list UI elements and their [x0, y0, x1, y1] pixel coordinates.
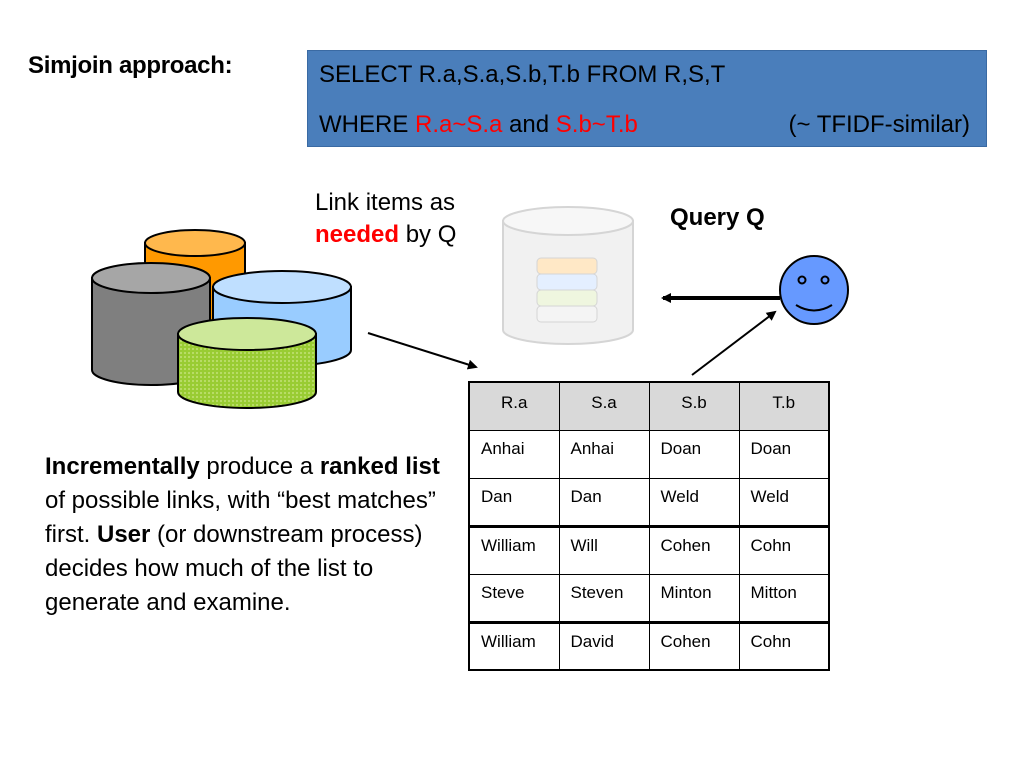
- table-row: William David Cohen Cohn: [468, 622, 830, 671]
- table-cell: Weld: [738, 478, 830, 528]
- column-header: R.a: [468, 382, 560, 431]
- table-cell: Dan: [468, 478, 560, 528]
- green-database-icon: [177, 317, 317, 409]
- table-row: William Will Cohen Cohn: [468, 526, 830, 575]
- slide-title: Simjoin approach:: [28, 52, 233, 79]
- table-cell: Dan: [558, 478, 650, 528]
- table-row: Dan Dan Weld Weld: [468, 478, 830, 528]
- caption-line-1: Link items as: [315, 189, 456, 216]
- body-text-2: of possible links, with “best matches” f…: [45, 487, 436, 548]
- and-keyword: and: [502, 111, 556, 138]
- table-cell: William: [468, 526, 560, 575]
- faded-database-icon: [502, 206, 634, 345]
- sql-select-line: SELECT R.a,S.a,S.b,T.b FROM R,S,T: [319, 61, 726, 88]
- arrow-icon: [691, 310, 777, 376]
- column-header: S.b: [648, 382, 740, 431]
- query-label: Query Q: [670, 204, 765, 231]
- database-stack-icon: [91, 229, 352, 409]
- table-cell: Weld: [648, 478, 740, 528]
- emphasis-incrementally: Incrementally: [45, 453, 200, 480]
- by-q-text: by Q: [399, 221, 457, 248]
- table-cell: Doan: [648, 430, 740, 479]
- table-cell: Steve: [468, 574, 560, 624]
- sql-where-line: WHERE R.a~S.a and S.b~T.b: [319, 111, 638, 139]
- table-cell: Steven: [558, 574, 650, 624]
- body-text-3: (or downstream process) decides how much…: [45, 521, 423, 616]
- similarity-note: (~ TFIDF-similar): [788, 111, 970, 138]
- link-items-caption: Link items as needed by Q: [315, 187, 456, 251]
- description-paragraph: Incrementally produce a ranked list of p…: [45, 450, 445, 620]
- table-cell: Cohen: [648, 526, 740, 575]
- table-row: Steve Steven Minton Mitton: [468, 574, 830, 624]
- table-cell: Anhai: [468, 430, 560, 479]
- condition-1: R.a~S.a: [415, 111, 503, 138]
- table-cell: Cohen: [648, 622, 740, 671]
- table-row: Anhai Anhai Doan Doan: [468, 430, 830, 479]
- body-text-1: produce a: [199, 453, 320, 480]
- caption-line-2: needed by Q: [315, 219, 456, 251]
- table-cell: Doan: [738, 430, 830, 479]
- table-cell: Will: [558, 526, 650, 575]
- table-cell: Anhai: [558, 430, 650, 479]
- table-cell: Cohn: [738, 622, 830, 671]
- table-cell: Minton: [648, 574, 740, 624]
- sql-query-box: SELECT R.a,S.a,S.b,T.b FROM R,S,T WHERE …: [307, 50, 987, 147]
- arrow-icon: [367, 332, 478, 370]
- table-cell: William: [468, 622, 560, 671]
- where-keyword: WHERE: [319, 111, 415, 138]
- emphasis-user: User: [97, 521, 151, 548]
- table-cell: Mitton: [738, 574, 830, 624]
- condition-2: S.b~T.b: [555, 111, 638, 138]
- ranked-results-table: R.a S.a S.b T.b Anhai Anhai Doan Doan Da…: [468, 381, 830, 671]
- emphasis-ranked-list: ranked list: [319, 453, 440, 480]
- table-cell: David: [558, 622, 650, 671]
- needed-word: needed: [315, 221, 400, 248]
- table-cell: Cohn: [738, 526, 830, 575]
- column-header: T.b: [738, 382, 830, 431]
- smiley-user-icon: [779, 255, 849, 325]
- column-header: S.a: [558, 382, 650, 431]
- table-header-row: R.a S.a S.b T.b: [468, 382, 830, 431]
